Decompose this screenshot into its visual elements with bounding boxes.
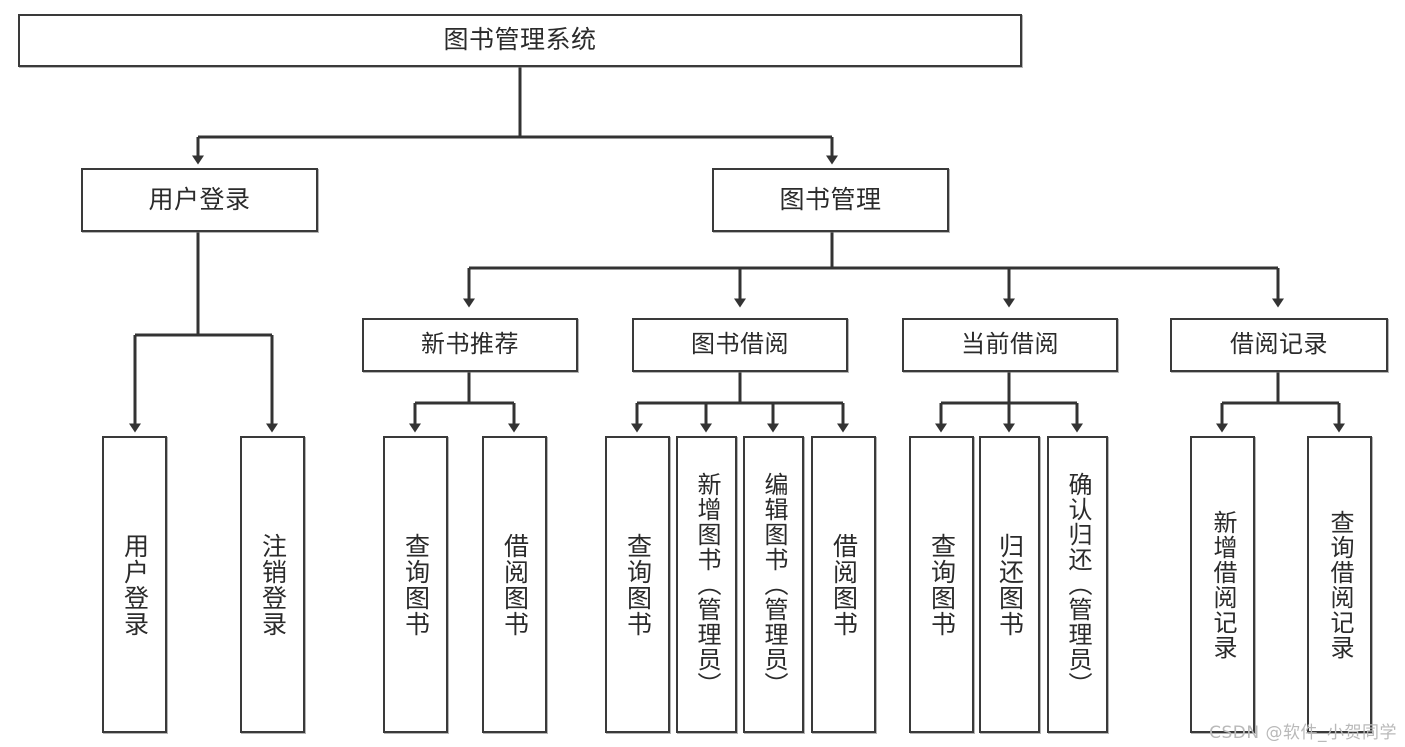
node-label: 新书推荐: [421, 330, 519, 359]
leaf-query-book-new-book[interactable]: 查询图书: [383, 436, 448, 733]
node-current-borrow[interactable]: 当前借阅: [902, 318, 1118, 372]
leaf-borrow-book-new-book[interactable]: 借阅图书: [482, 436, 547, 733]
node-label: 图书管理系统: [443, 25, 597, 55]
node-label: 借阅图书: [500, 532, 530, 637]
csdn-watermark: CSDN @软件_小贺同学: [1209, 723, 1397, 743]
node-new-book-recommendation[interactable]: 新书推荐: [362, 318, 578, 372]
node-label: 借阅记录: [1230, 330, 1328, 359]
leaf-logout[interactable]: 注销登录: [240, 436, 305, 733]
leaf-user-login[interactable]: 用户登录: [102, 436, 167, 733]
leaf-edit-book-admin[interactable]: 编辑图书（管理员）: [743, 436, 804, 733]
node-label: 确认归还（管理员）: [1063, 472, 1092, 697]
node-label: 查询借阅记录: [1325, 509, 1354, 660]
leaf-add-borrow-record[interactable]: 新增借阅记录: [1190, 436, 1255, 733]
node-label: 用户登录: [148, 184, 251, 214]
node-label: 查询图书: [401, 532, 431, 637]
node-label: 当前借阅: [961, 330, 1059, 359]
node-label: 新增图书（管理员）: [692, 472, 721, 697]
node-book-borrow[interactable]: 图书借阅: [632, 318, 848, 372]
node-label: 查询图书: [623, 532, 653, 637]
node-label: 图书管理: [779, 184, 882, 214]
node-label: 图书借阅: [691, 330, 789, 359]
leaf-query-book-current[interactable]: 查询图书: [909, 436, 974, 733]
node-label: 查询图书: [927, 532, 957, 637]
node-label: 用户登录: [120, 532, 150, 637]
node-label: 注销登录: [258, 532, 288, 637]
node-root-book-management-system[interactable]: 图书管理系统: [18, 14, 1022, 67]
node-book-management[interactable]: 图书管理: [712, 168, 949, 232]
leaf-query-borrow-record[interactable]: 查询借阅记录: [1307, 436, 1372, 733]
node-label: 编辑图书（管理员）: [759, 472, 788, 697]
leaf-query-book-borrow[interactable]: 查询图书: [605, 436, 670, 733]
node-label: 借阅图书: [829, 532, 859, 637]
node-user-login[interactable]: 用户登录: [81, 168, 318, 232]
leaf-confirm-return-admin[interactable]: 确认归还（管理员）: [1047, 436, 1108, 733]
node-label: 归还图书: [995, 532, 1025, 637]
leaf-borrow-book[interactable]: 借阅图书: [811, 436, 876, 733]
node-label: 新增借阅记录: [1208, 509, 1237, 660]
leaf-return-book[interactable]: 归还图书: [979, 436, 1040, 733]
leaf-add-book-admin[interactable]: 新增图书（管理员）: [676, 436, 737, 733]
node-borrow-record[interactable]: 借阅记录: [1170, 318, 1388, 372]
